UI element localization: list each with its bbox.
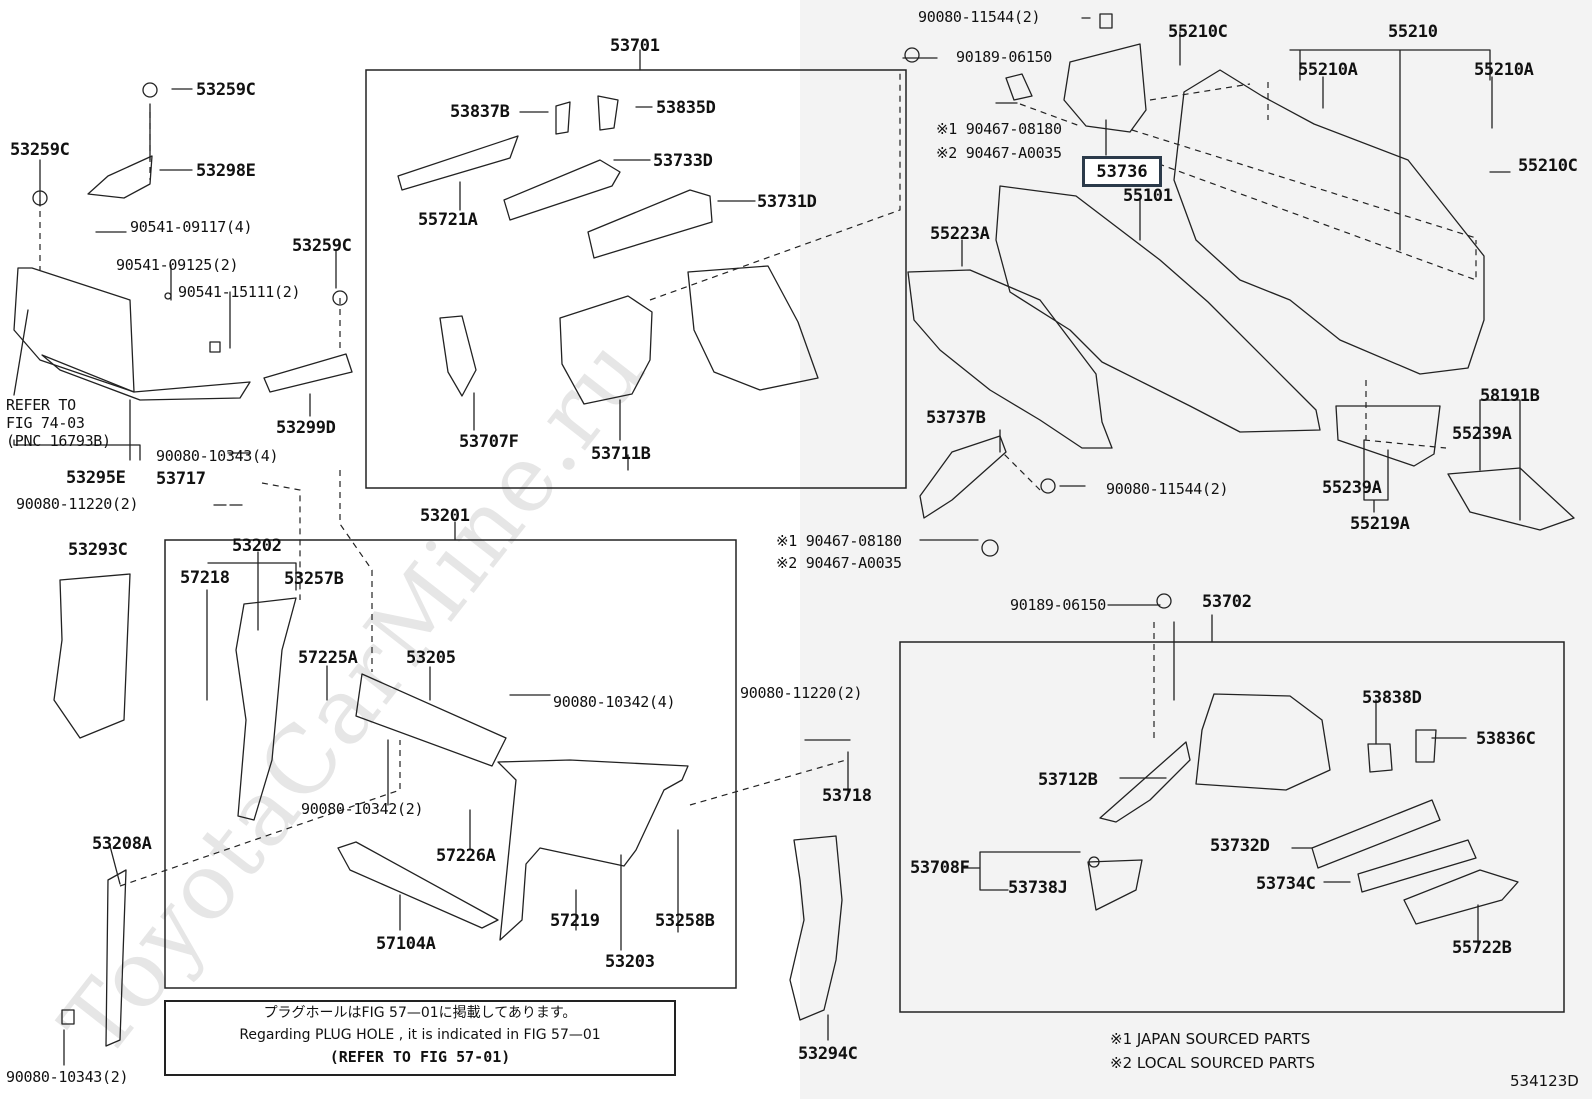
right-panel-background [800, 0, 1592, 1099]
diagram-code: 534123D [1510, 1072, 1579, 1090]
part-label-90541-09125[interactable]: 90541-09125(2) [116, 256, 239, 274]
leader-lines [13, 17, 1521, 1066]
part-label-90467-08180-b[interactable]: ※1 90467-08180 [776, 532, 902, 550]
part-label-55210[interactable]: 55210 [1388, 22, 1438, 42]
note-reference: (REFER TO FIG 57-01) [329, 1048, 511, 1066]
part-label-90080-11544-b[interactable]: 90080-11544(2) [1106, 480, 1229, 498]
part-label-53738J[interactable]: 53738J [1008, 878, 1068, 898]
part-label-55210A-a[interactable]: 55210A [1298, 60, 1358, 80]
part-label-58191B[interactable]: 58191B [1480, 386, 1540, 406]
part-label-53837B[interactable]: 53837B [450, 102, 510, 122]
part-label-55722B[interactable]: 55722B [1452, 938, 1512, 958]
note-japanese: プラグホールはFIG 57—01に掲載してあります。 [263, 1005, 577, 1021]
part-label-53838D[interactable]: 53838D [1362, 688, 1422, 708]
part-label-53202[interactable]: 53202 [232, 536, 282, 556]
group-box-53702 [899, 641, 1565, 1013]
part-label-90080-10342-2[interactable]: 90080-10342(2) [301, 800, 424, 818]
part-label-55239A-b[interactable]: 55239A [1322, 478, 1382, 498]
part-label-90189-06150-b[interactable]: 90189-06150 [1010, 596, 1107, 614]
part-label-53708F[interactable]: 53708F [910, 858, 970, 878]
part-label-90467-08180-a[interactable]: ※1 90467-08180 [936, 120, 1062, 138]
part-label-53836C[interactable]: 53836C [1476, 729, 1536, 749]
part-label-53201[interactable]: 53201 [420, 506, 470, 526]
footnote-local-sourced: ※2 LOCAL SOURCED PARTS [1110, 1054, 1315, 1072]
part-label-90541-15111[interactable]: 90541-15111(2) [178, 283, 301, 301]
part-label-90189-06150-a[interactable]: 90189-06150 [956, 48, 1053, 66]
plug-hole-note: プラグホールはFIG 57—01に掲載してあります。 Regarding PLU… [164, 1000, 676, 1076]
part-label-53717[interactable]: 53717 [156, 469, 206, 489]
part-label-55210C-b[interactable]: 55210C [1518, 156, 1578, 176]
part-label-53203[interactable]: 53203 [605, 952, 655, 972]
part-label-90467-A0035-b[interactable]: ※2 90467-A0035 [776, 554, 902, 572]
part-label-55721A[interactable]: 55721A [418, 210, 478, 230]
part-label-55239A-a[interactable]: 55239A [1452, 424, 1512, 444]
group-box-53701 [365, 69, 907, 489]
part-label-90541-09117[interactable]: 90541-09117(4) [130, 218, 253, 236]
part-label-90080-10343-4[interactable]: 90080-10343(4) [156, 447, 279, 465]
group-boxes [164, 69, 1565, 1013]
part-label-53208A[interactable]: 53208A [92, 834, 152, 854]
part-label-90080-10342-4[interactable]: 90080-10342(4) [553, 693, 676, 711]
part-label-55223A[interactable]: 55223A [930, 224, 990, 244]
part-label-53257B[interactable]: 53257B [284, 569, 344, 589]
part-label-90080-11220-b[interactable]: 90080-11220(2) [740, 684, 863, 702]
group-box-53201 [164, 539, 737, 989]
part-label-53259C-c[interactable]: 53259C [292, 236, 352, 256]
part-label-53701[interactable]: 53701 [610, 36, 660, 56]
part-label-53205[interactable]: 53205 [406, 648, 456, 668]
part-label-53707F[interactable]: 53707F [459, 432, 519, 452]
part-label-53299D[interactable]: 53299D [276, 418, 336, 438]
part-label-53711B[interactable]: 53711B [591, 444, 651, 464]
part-label-55210A-b[interactable]: 55210A [1474, 60, 1534, 80]
footnote-japan-sourced: ※1 JAPAN SOURCED PARTS [1110, 1030, 1311, 1048]
part-label-55210C-a[interactable]: 55210C [1168, 22, 1228, 42]
part-label-55101[interactable]: 55101 [1123, 186, 1173, 206]
part-label-53295E[interactable]: 53295E [66, 468, 126, 488]
part-label-53718[interactable]: 53718 [822, 786, 872, 806]
part-label-53702[interactable]: 53702 [1202, 592, 1252, 612]
part-label-53298E[interactable]: 53298E [196, 161, 256, 181]
part-label-57219[interactable]: 57219 [550, 911, 600, 931]
highlighted-part-53736[interactable]: 53736 [1082, 156, 1162, 187]
part-label-57218[interactable]: 57218 [180, 568, 230, 588]
part-label-57104A[interactable]: 57104A [376, 934, 436, 954]
part-label-57226A[interactable]: 57226A [436, 846, 496, 866]
part-label-53258B[interactable]: 53258B [655, 911, 715, 931]
part-label-57225A[interactable]: 57225A [298, 648, 358, 668]
part-label-90080-10343-2[interactable]: 90080-10343(2) [6, 1068, 129, 1086]
dashed-connectors [39, 70, 1477, 887]
part-label-90467-A0035-a[interactable]: ※2 90467-A0035 [936, 144, 1062, 162]
part-label-53731D[interactable]: 53731D [757, 192, 817, 212]
note-english: Regarding PLUG HOLE , it is indicated in… [239, 1027, 601, 1043]
part-label-53733D[interactable]: 53733D [653, 151, 713, 171]
part-label-refer1[interactable]: REFER TO [6, 396, 76, 414]
part-label-53835D[interactable]: 53835D [656, 98, 716, 118]
part-label-90080-11220-a[interactable]: 90080-11220(2) [16, 495, 139, 513]
part-label-refer3[interactable]: (PNC 16793B) [6, 432, 111, 450]
part-label-53259C-b[interactable]: 53259C [10, 140, 70, 160]
part-label-53734C[interactable]: 53734C [1256, 874, 1316, 894]
part-label-refer2[interactable]: FIG 74-03 [6, 414, 85, 432]
part-label-53293C[interactable]: 53293C [68, 540, 128, 560]
part-label-53712B[interactable]: 53712B [1038, 770, 1098, 790]
part-label-53737B[interactable]: 53737B [926, 408, 986, 428]
part-label-53259C-a[interactable]: 53259C [196, 80, 256, 100]
part-shapes [13, 13, 1575, 1047]
part-label-53294C[interactable]: 53294C [798, 1044, 858, 1064]
part-label-55219A[interactable]: 55219A [1350, 514, 1410, 534]
part-label-53732D[interactable]: 53732D [1210, 836, 1270, 856]
part-label-90080-11544-a[interactable]: 90080-11544(2) [918, 8, 1041, 26]
